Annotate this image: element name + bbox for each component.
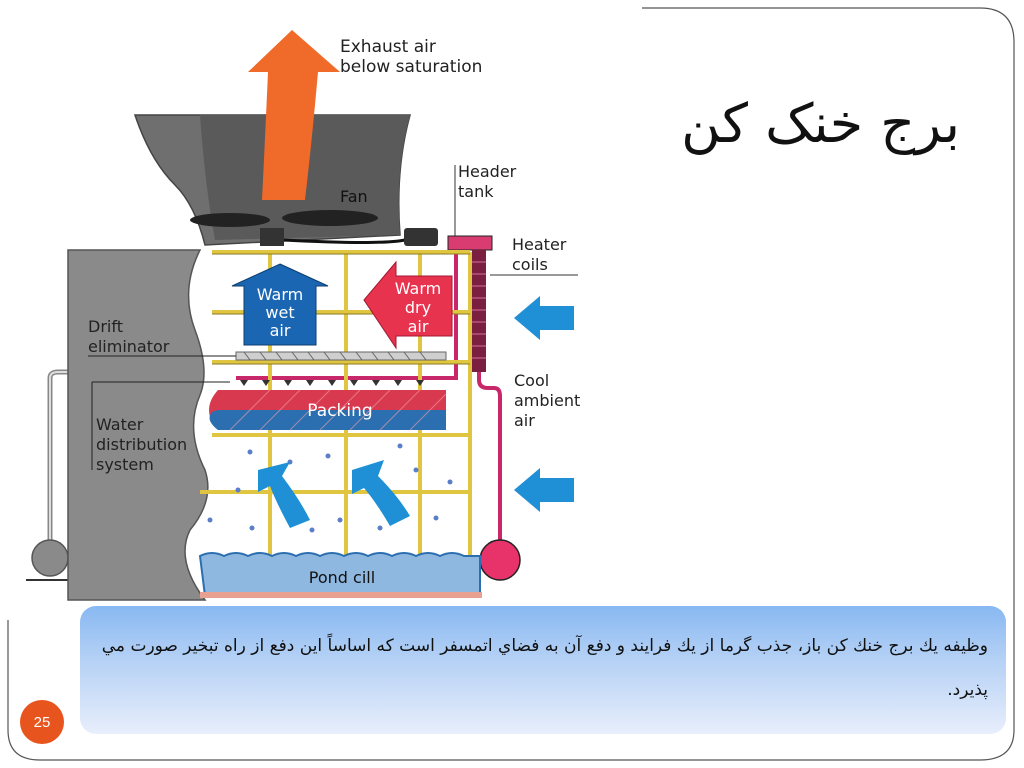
header-tank-label-2: tank: [458, 182, 494, 201]
warm-wet-label-3: air: [270, 321, 291, 340]
heater-coils-label-2: coils: [512, 255, 548, 274]
slide-title: برج خنک کن: [681, 92, 960, 155]
tower-shell: [67, 249, 209, 601]
circulation-pump: [479, 539, 521, 581]
cooling-tower-diagram: Exhaust air below saturation Fan Header …: [26, 30, 580, 601]
cool-ambient-label-1: Cool: [514, 371, 549, 390]
water-dist-label-1: Water: [96, 415, 144, 434]
cool-ambient-label-3: air: [514, 411, 535, 430]
cool-air-arrow-bottom: [514, 468, 574, 512]
pond-cill-label: Pond cill: [309, 568, 375, 587]
warm-wet-label-2: wet: [265, 303, 294, 322]
header-tank: [447, 235, 493, 251]
pipe-distribution: [236, 250, 458, 380]
drift-label-2: eliminator: [88, 337, 170, 356]
warm-wet-label-1: Warm: [257, 285, 303, 304]
pipe-return: [477, 372, 502, 545]
pond-cill-base: [200, 592, 482, 598]
exhaust-label-1: Exhaust air: [340, 37, 436, 57]
exhaust-label-2: below saturation: [340, 57, 482, 77]
warm-wet-air-arrow: [231, 263, 329, 346]
fan-blade-right: [282, 210, 378, 226]
warm-dry-air-arrow: [363, 260, 453, 350]
warm-dry-label-3: air: [408, 317, 429, 336]
page-number-badge: 25: [20, 700, 64, 744]
water-droplets: [207, 443, 453, 533]
description-box: وظيفه يك برج خنك كن باز، جذب گرما از يك …: [80, 606, 1006, 734]
packing-label: Packing: [307, 401, 372, 421]
water-dist-label-2: distribution: [96, 435, 187, 454]
inflow-arrow-right: [352, 460, 410, 526]
warm-dry-label-1: Warm: [395, 279, 441, 298]
cool-ambient-label-2: ambient: [514, 391, 580, 410]
exhaust-arrow: [248, 30, 340, 200]
header-tank-label-1: Header: [458, 162, 517, 181]
pond: [198, 552, 481, 597]
fan-label: Fan: [340, 187, 368, 206]
fan-shaft: [283, 238, 406, 244]
fan-blade-left: [190, 213, 270, 227]
heater-coils: [472, 250, 486, 372]
drift-label-1: Drift: [88, 317, 123, 336]
water-dist-label-3: system: [96, 455, 154, 474]
cool-air-arrow-top: [514, 296, 574, 340]
heater-coils-label-1: Heater: [512, 235, 567, 254]
fan-hub: [260, 228, 284, 246]
warm-dry-label-2: dry: [405, 298, 431, 317]
inflow-arrow-left: [258, 462, 310, 528]
fan-motor: [404, 228, 438, 246]
description-text: وظيفه يك برج خنك كن باز، جذب گرما از يك …: [101, 636, 988, 700]
spray-nozzles: [240, 380, 424, 386]
sump-pump: [31, 539, 69, 577]
